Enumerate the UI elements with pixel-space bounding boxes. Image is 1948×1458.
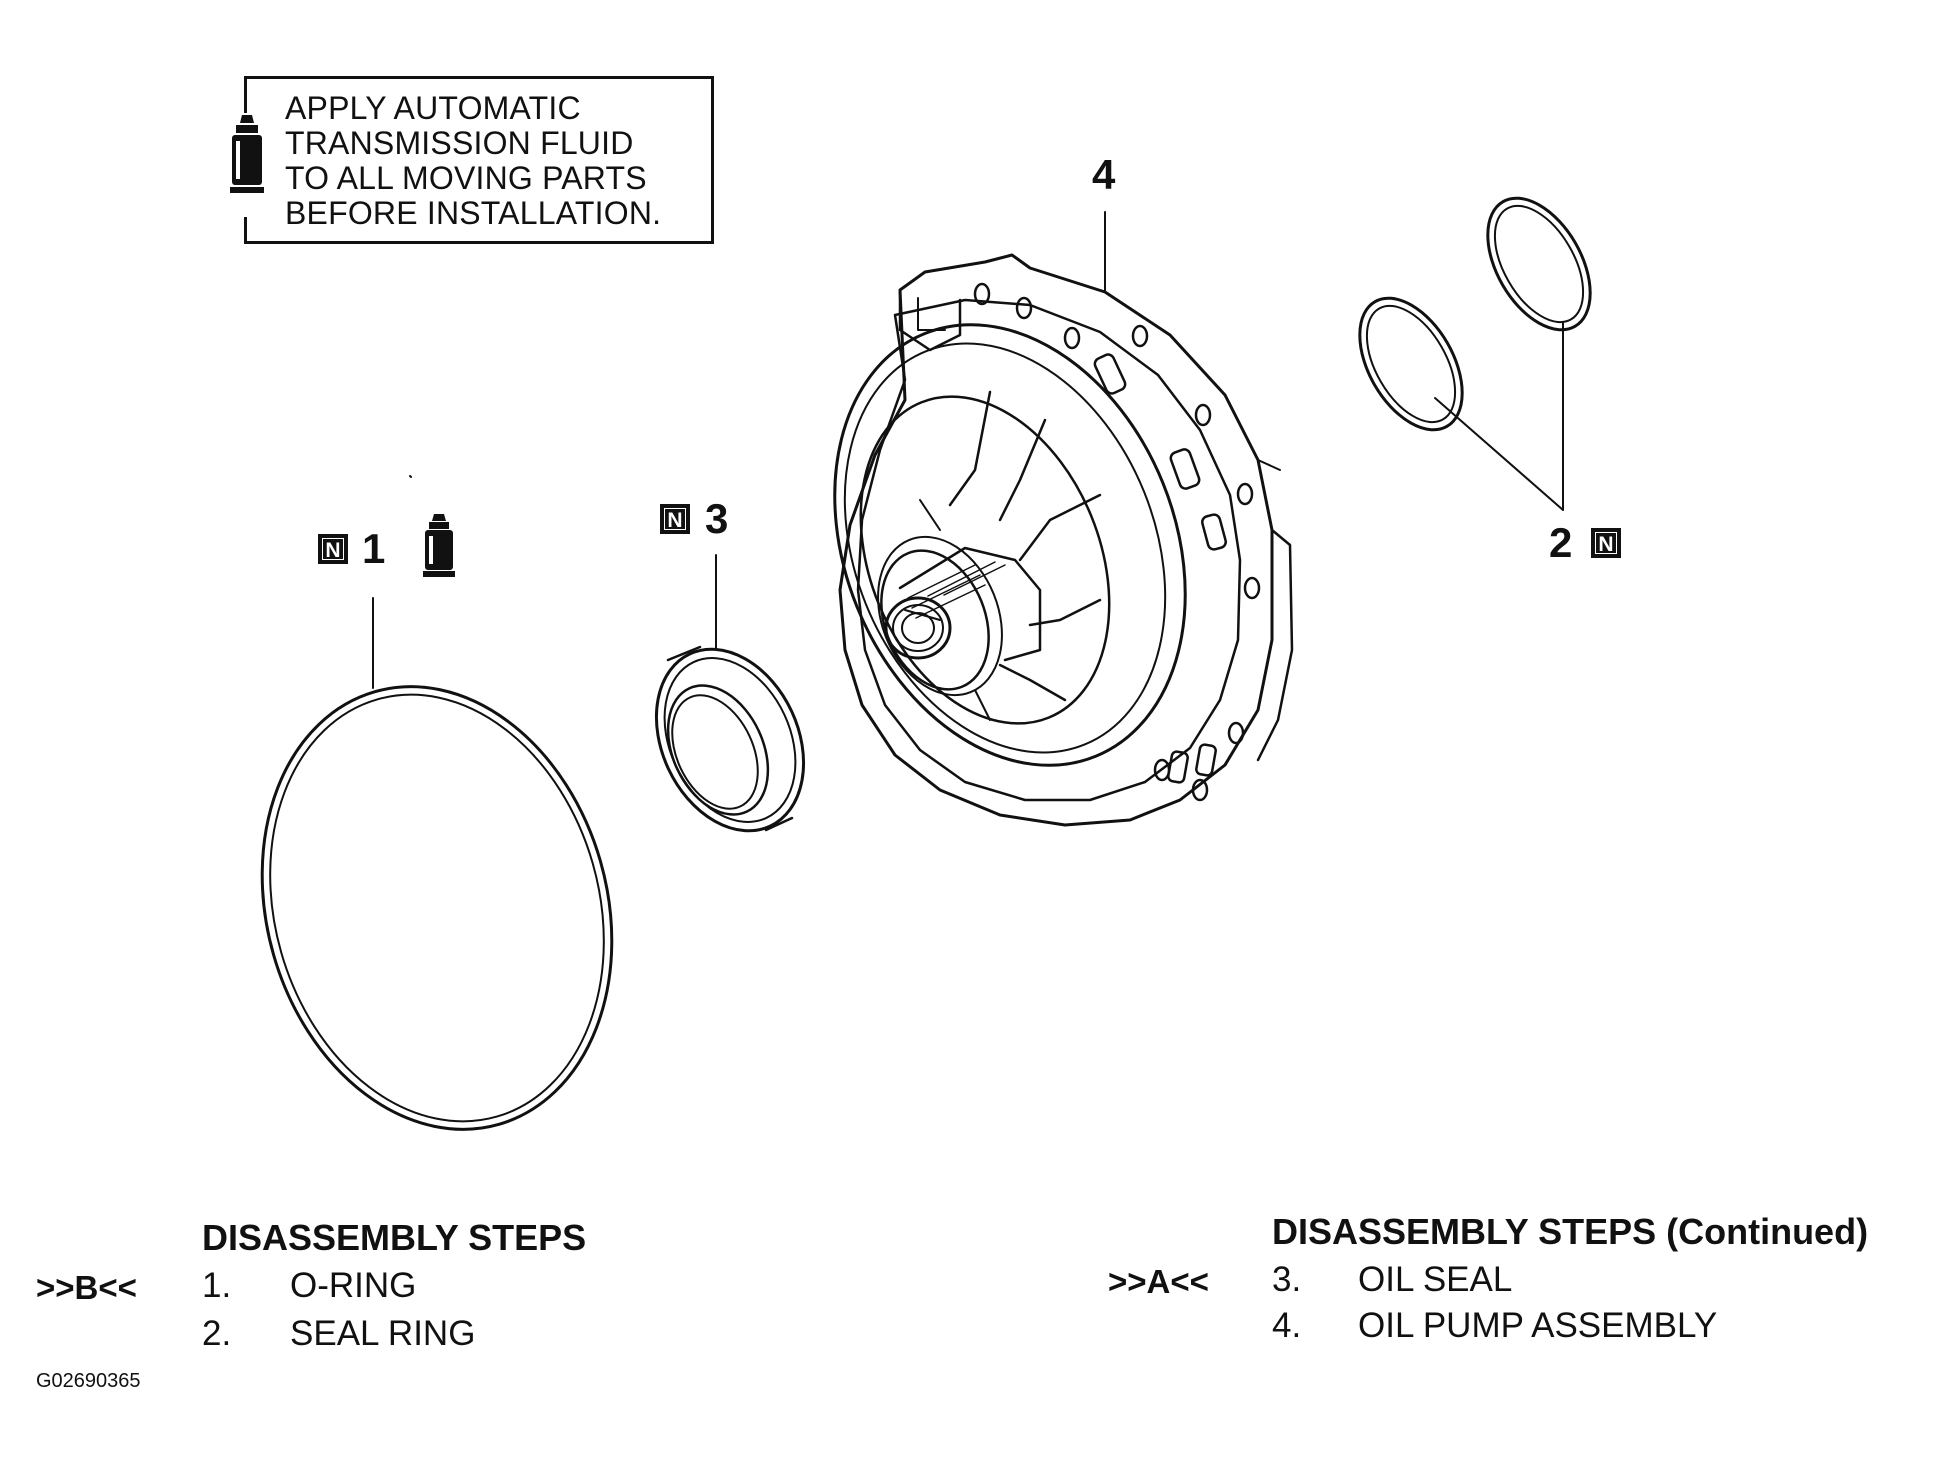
- leader-line-2a: [1434, 397, 1564, 511]
- step-number: 4.: [1272, 1306, 1302, 1345]
- new-part-badge-icon: N: [318, 534, 348, 564]
- callout-1: 1: [362, 525, 386, 572]
- step-label: OIL SEAL: [1358, 1260, 1513, 1299]
- callout-4: 4: [1092, 151, 1116, 198]
- steps-title-continued: DISASSEMBLY STEPS (Continued): [1272, 1211, 1869, 1252]
- seal-ring-part-a: [1358, 296, 1464, 432]
- step-label: SEAL RING: [290, 1314, 476, 1353]
- oil-can-icon: [423, 514, 455, 577]
- step-number: 1.: [202, 1266, 232, 1305]
- note-line: BEFORE INSTALLATION.: [285, 195, 662, 231]
- step-label: O-RING: [290, 1266, 417, 1305]
- step-number: 2.: [202, 1314, 232, 1353]
- procedure-ref-b: >>B<<: [36, 1269, 137, 1306]
- seal-ring-part-b: [1486, 196, 1592, 332]
- oil-pump-assembly-part: [833, 253, 1294, 827]
- callout-2: 2: [1549, 519, 1573, 566]
- o-ring-part: [260, 685, 614, 1131]
- steps-title: DISASSEMBLY STEPS: [202, 1217, 587, 1258]
- note-line: TRANSMISSION FLUID: [285, 125, 634, 161]
- new-part-badge-icon: N: [660, 504, 690, 534]
- note-line: APPLY AUTOMATIC: [285, 90, 581, 126]
- step-number: 3.: [1272, 1260, 1302, 1299]
- callout-3: 3: [705, 495, 729, 542]
- note-line: TO ALL MOVING PARTS: [285, 160, 647, 196]
- step-label: OIL PUMP ASSEMBLY: [1358, 1306, 1718, 1345]
- new-part-badge-icon: N: [1591, 528, 1621, 558]
- procedure-ref-a: >>A<<: [1108, 1263, 1209, 1300]
- note-text: APPLY AUTOMATIC TRANSMISSION FLUID TO AL…: [285, 91, 661, 231]
- oil-can-icon: [228, 113, 266, 217]
- lubrication-note: APPLY AUTOMATIC TRANSMISSION FLUID TO AL…: [228, 76, 714, 244]
- oil-seal-part: [654, 645, 806, 833]
- figure-id: G02690365: [36, 1370, 141, 1392]
